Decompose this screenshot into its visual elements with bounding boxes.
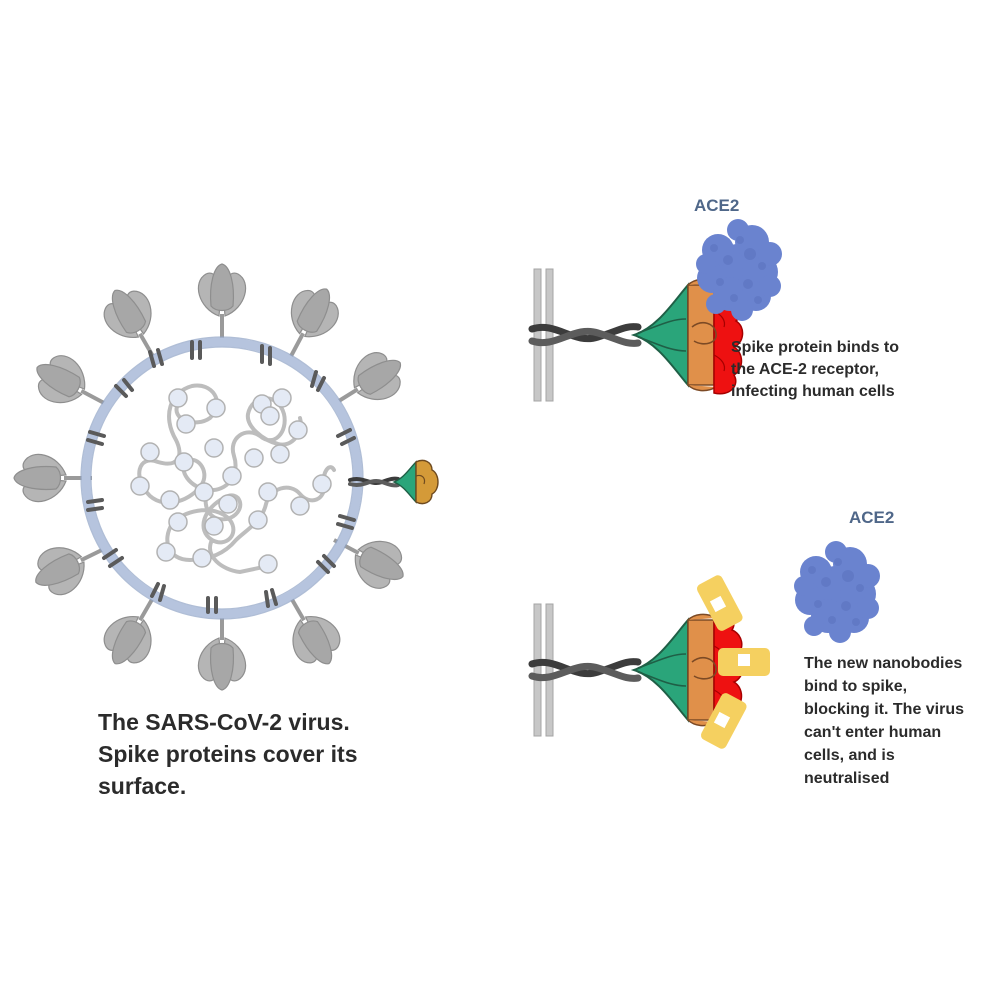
neutralised-caption-line: blocking it. The virus	[804, 701, 965, 718]
ace2-label-top: ACE2	[694, 196, 740, 215]
nanobody-2	[718, 648, 770, 676]
neutralised-caption-line: can't enter human	[804, 724, 942, 741]
neutralised-caption-line: bind to spike,	[804, 678, 908, 695]
ace2-protein-top	[696, 219, 782, 321]
ace2-protein-bottom	[794, 541, 880, 643]
virus-caption-line: surface.	[98, 773, 187, 799]
membrane-proteins	[86, 340, 356, 614]
binding-caption: Spike protein binds to the ACE-2 recepto…	[731, 337, 899, 403]
virus-caption: The SARS-CoV-2 virus. Spike proteins cov…	[98, 706, 357, 802]
virus-caption-line: Spike proteins cover its	[98, 741, 358, 767]
neutralised-caption-line: cells, and is	[804, 747, 895, 764]
neutralised-caption: The new nanobodies bind to spike, blocki…	[804, 652, 964, 790]
neutralised-caption-line: neutralised	[804, 770, 890, 787]
binding-caption-line: infecting human cells	[731, 383, 895, 400]
neutralised-caption-line: The new nanobodies	[804, 655, 963, 672]
ace2-label-bottom: ACE2	[849, 508, 895, 527]
highlighted-spike	[348, 459, 439, 505]
sars-cov-2-virus	[12, 262, 439, 692]
binding-caption-line: the ACE-2 receptor,	[731, 361, 879, 378]
rna-beads	[130, 388, 332, 574]
binding-caption-line: Spike protein binds to	[731, 339, 900, 356]
virus-caption-line: The SARS-CoV-2 virus.	[98, 709, 350, 735]
